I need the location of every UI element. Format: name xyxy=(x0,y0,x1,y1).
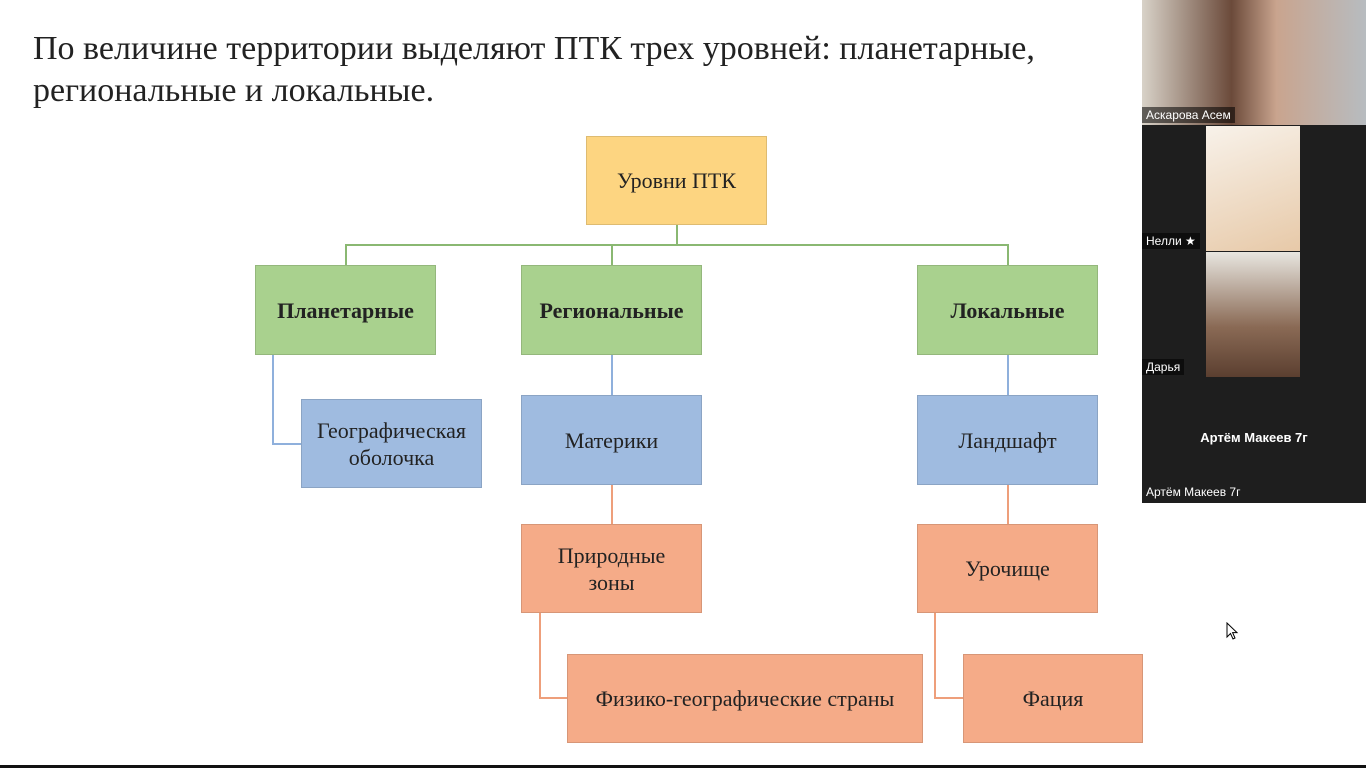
connector xyxy=(539,697,567,699)
participant-video[interactable] xyxy=(1206,126,1300,251)
level-planetary: Планетарные xyxy=(255,265,436,355)
connector xyxy=(611,244,613,265)
bottom-bar xyxy=(0,765,1366,768)
participant-video[interactable] xyxy=(1206,252,1300,377)
root-node: Уровни ПТК xyxy=(586,136,767,225)
connector xyxy=(539,613,541,699)
connector xyxy=(934,697,963,699)
participant-name: Дарья xyxy=(1142,359,1185,375)
participant-name: Нелли ★ xyxy=(1142,233,1200,249)
connector xyxy=(272,443,301,445)
level-regional: Региональные xyxy=(521,265,702,355)
connector xyxy=(934,613,936,699)
level-local: Локальные xyxy=(917,265,1098,355)
connector xyxy=(1007,485,1009,524)
connector xyxy=(272,355,274,445)
title-line: региональные и локальные. xyxy=(33,72,435,109)
slide-title: По величине территории выделяют ПТК трех… xyxy=(33,28,1143,112)
connector xyxy=(611,485,613,524)
node-landscape: Ландшафт xyxy=(917,395,1098,485)
node-physgeo-countries: Физико-географические страны xyxy=(567,654,923,743)
title-line: По величине территории выделяют ПТК трех… xyxy=(33,30,1035,67)
node-urochishche: Урочище xyxy=(917,524,1098,613)
node-natural-zones: Природные зоны xyxy=(521,524,702,613)
node-facies: Фация xyxy=(963,654,1143,743)
connector xyxy=(676,225,678,245)
connector xyxy=(611,355,613,395)
participant-video[interactable]: Аскарова Асем xyxy=(1142,0,1366,125)
mouse-cursor-icon xyxy=(1226,622,1239,640)
connector xyxy=(345,244,347,265)
participants-panel: Аскарова Асем Нелли ★ Дарья Артём Макеев… xyxy=(1142,0,1366,503)
participant-name: Аскарова Асем xyxy=(1142,107,1235,123)
connector xyxy=(1007,244,1009,265)
connector xyxy=(345,244,1009,246)
node-continents: Материки xyxy=(521,395,702,485)
participant-placeholder-name: Артём Макеев 7г xyxy=(1200,430,1308,445)
node-geo-shell: Географическая оболочка xyxy=(301,399,482,488)
connector xyxy=(1007,355,1009,395)
participant-name: Артём Макеев 7г xyxy=(1146,485,1241,499)
